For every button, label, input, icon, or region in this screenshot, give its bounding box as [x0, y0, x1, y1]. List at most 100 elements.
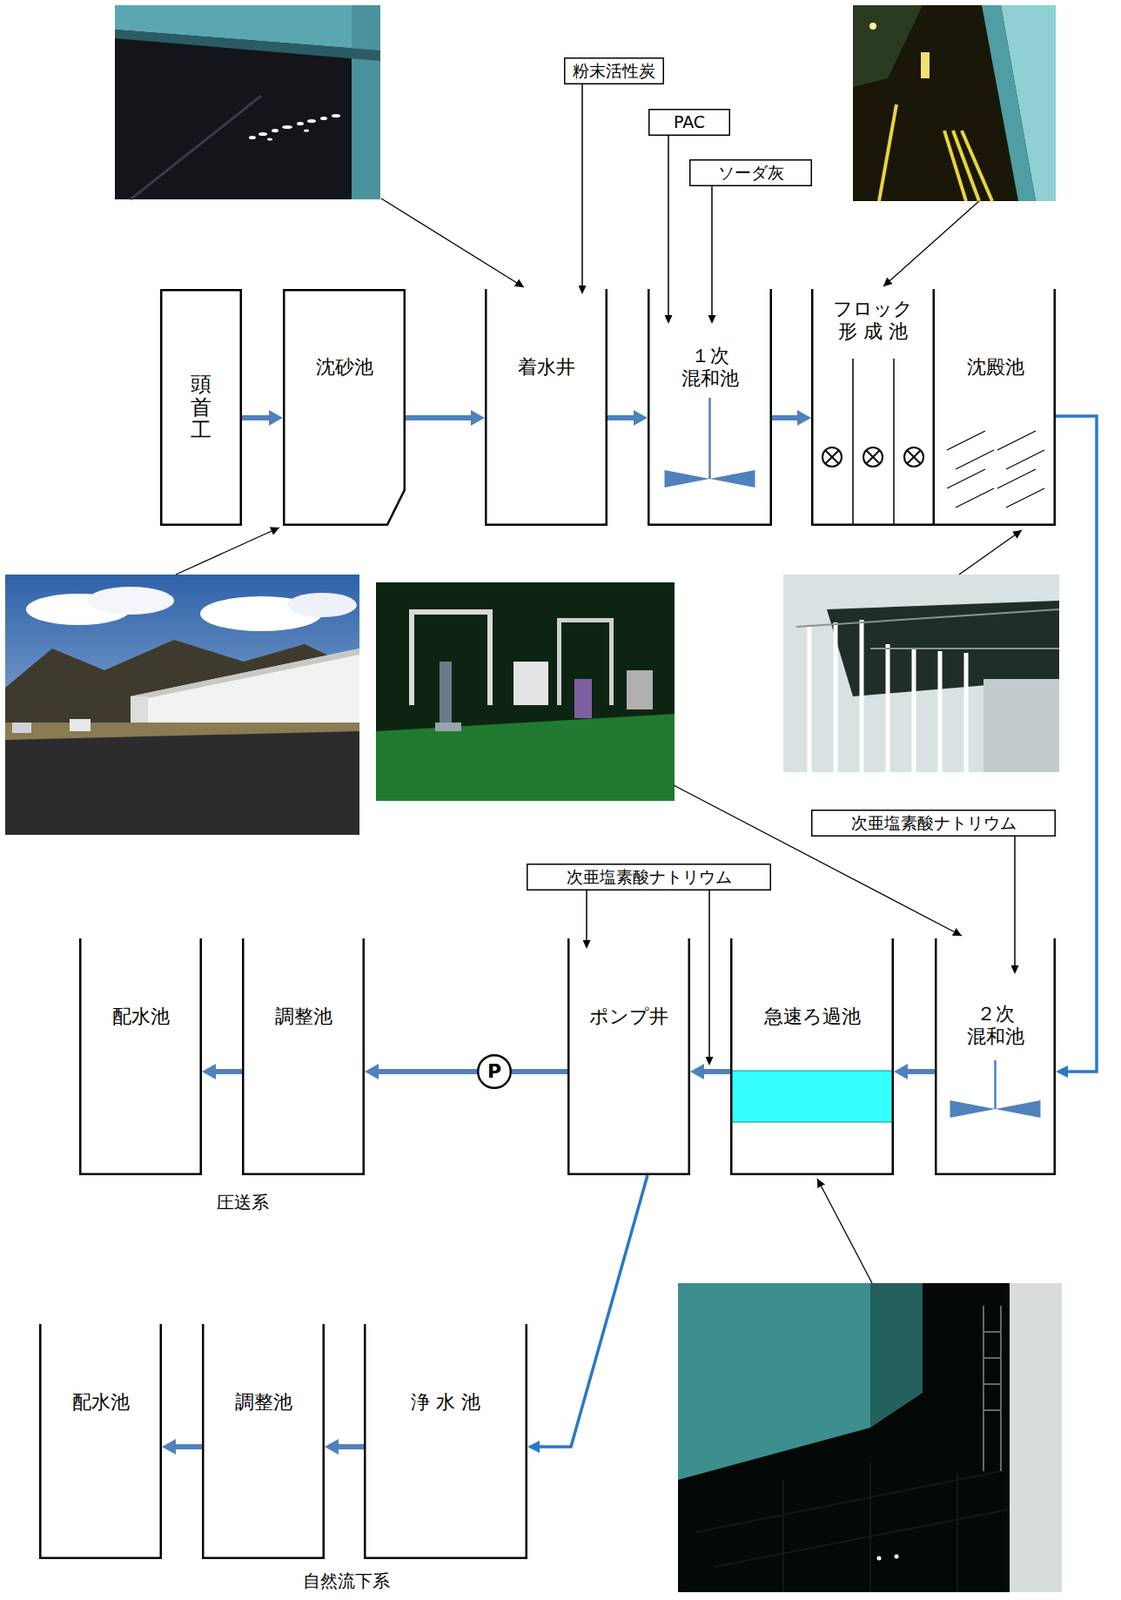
facility-label: フロック 形 成 池	[830, 297, 917, 344]
clear-water-reservoir-wall	[364, 1323, 527, 1558]
pump-circle	[477, 1054, 511, 1088]
flow-arrow	[241, 415, 270, 421]
receiving-well: 着水井	[484, 288, 608, 526]
leader-line	[817, 1178, 873, 1283]
mixing-basin-wall	[935, 938, 1055, 1175]
chemical-box-border	[564, 57, 665, 84]
clear-water-reservoir: 浄 水 池	[363, 1323, 528, 1559]
flocculation-basin-wall	[812, 288, 934, 525]
flocculator-symbol	[822, 447, 842, 467]
dosing-arrow	[708, 890, 711, 1059]
pump-label: P	[487, 1060, 502, 1083]
leader-line	[381, 198, 524, 288]
facility-label: 配水池	[72, 1390, 130, 1414]
mixer-symbol	[950, 1060, 1041, 1118]
facility-label: ポンプ井	[589, 1005, 669, 1028]
pump-well-wall	[568, 938, 690, 1175]
flow-arrow	[607, 415, 635, 421]
regulating-reservoir-outline	[241, 938, 365, 1175]
chemical-box: 次亜塩素酸ナトリウム	[811, 809, 1056, 837]
flow-arrow	[174, 1443, 202, 1450]
flow-arrow	[337, 1443, 364, 1450]
clear-water-reservoir-outline	[363, 1323, 528, 1559]
chemical-box-border	[690, 159, 813, 186]
flow-arrow	[538, 1174, 648, 1447]
distribution-reservoir-outline	[39, 1323, 162, 1559]
chemical-box-border	[527, 863, 772, 890]
distribution-reservoir: 配水池	[79, 938, 202, 1175]
facility-label: 沈砂池	[315, 355, 374, 379]
chemical-box: 次亜塩素酸ナトリウム	[526, 863, 772, 891]
flocculator-symbol	[863, 447, 883, 467]
regulating-reservoir-wall	[202, 1323, 324, 1558]
flow-arrow	[906, 1068, 935, 1075]
chemical-box: ソーダ灰	[689, 159, 813, 187]
sedimentation-basin-wall	[934, 288, 1055, 525]
regulating-reservoir-wall	[242, 938, 364, 1175]
chemical-box: 粉末活性炭	[563, 57, 665, 85]
pump-symbol: P	[476, 1053, 512, 1089]
photo-plant-building	[5, 574, 360, 835]
facility-label: 沈殿池	[966, 355, 1025, 379]
leader-line	[673, 785, 962, 936]
chemical-label: PAC	[673, 112, 705, 133]
headworks-box-wall	[161, 289, 242, 525]
receiving-well-wall	[485, 288, 607, 525]
mixing-basin: １次 混和池	[647, 288, 772, 526]
facility-label: 配水池	[112, 1005, 170, 1028]
grit-chamber-outline	[282, 288, 406, 526]
chemical-box-border	[649, 108, 731, 135]
mixing-basin: ２次 混和池	[934, 938, 1056, 1175]
photo-sedimentation-basin	[783, 574, 1060, 772]
grit-chamber: 沈砂池	[282, 288, 406, 526]
rapid-filter-outline	[730, 938, 894, 1175]
chemical-box: PAC	[648, 108, 731, 136]
mixer-symbol	[664, 397, 756, 488]
sedimentation-basin-outline	[934, 288, 1056, 526]
distribution-reservoir-wall	[40, 1323, 162, 1558]
inclined-plates	[946, 430, 1045, 508]
regulating-reservoir: 調整池	[201, 1323, 325, 1559]
system-label: 圧送系	[216, 1190, 269, 1215]
photo-rapid-filter	[677, 1282, 1062, 1592]
receiving-well-outline	[484, 288, 608, 526]
photo-chemical-room	[375, 582, 675, 801]
photo-intake-interior	[114, 5, 381, 200]
flow-arrow	[703, 1068, 731, 1075]
flow-arrow	[405, 415, 472, 421]
system-label: 自然流下系	[302, 1569, 390, 1593]
mixing-basin-outline	[647, 288, 772, 526]
dosing-arrow	[581, 84, 584, 288]
flow-arrow	[771, 415, 799, 421]
chemical-label: 次亜塩素酸ナトリウム	[566, 866, 732, 887]
facility-label: 頭首工	[190, 372, 212, 442]
leader-line	[883, 201, 980, 287]
leader-line	[959, 530, 1022, 575]
rapid-filter-wall	[731, 938, 893, 1175]
facility-label: 浄 水 池	[410, 1390, 481, 1414]
chemical-label: ソーダ灰	[718, 162, 785, 183]
regulating-reservoir: 調整池	[241, 938, 365, 1175]
regulating-reservoir-outline	[201, 1323, 325, 1559]
headworks-box: 頭首工	[160, 288, 242, 526]
facility-label: ２次 混和池	[966, 1002, 1025, 1049]
sedimentation-basin: 沈殿池	[934, 288, 1056, 526]
chemical-label: 粉末活性炭	[572, 60, 656, 81]
grit-chamber-wall	[283, 289, 405, 525]
pump-well-outline	[567, 938, 691, 1175]
facility-label: 着水井	[517, 355, 576, 379]
facility-label: 調整池	[234, 1390, 293, 1414]
dosing-arrow	[585, 890, 588, 942]
flow-arrow	[511, 1068, 568, 1075]
basin-divider	[852, 358, 854, 525]
filter-media	[731, 1070, 893, 1122]
distribution-reservoir-outline	[79, 938, 202, 1175]
mixing-basin-outline	[934, 938, 1056, 1175]
chemical-box-border	[812, 810, 1056, 837]
rapid-filter: 急速ろ過池	[730, 938, 894, 1175]
chemical-label: 次亜塩素酸ナトリウム	[851, 812, 1017, 833]
flocculator-symbol	[904, 447, 924, 467]
